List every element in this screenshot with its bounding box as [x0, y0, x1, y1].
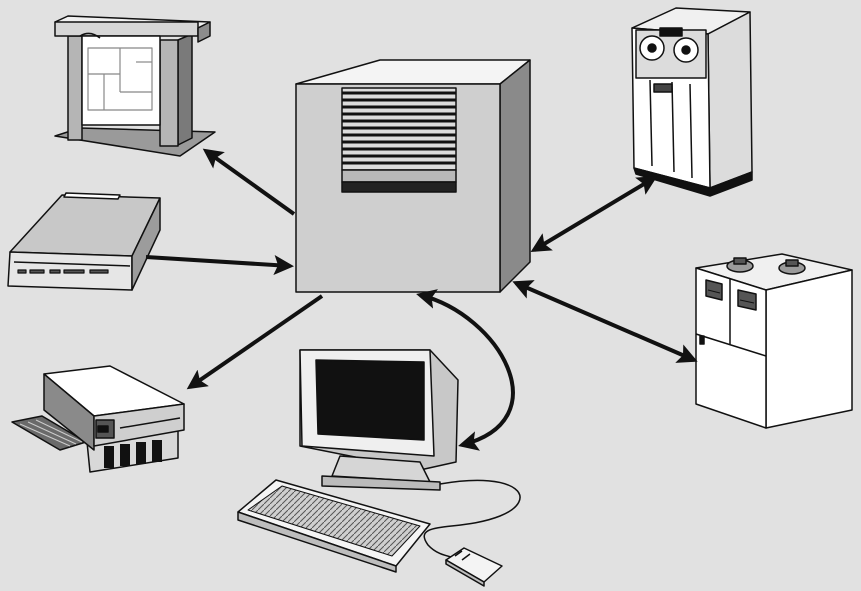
arrow-hub-to-plotter [202, 148, 296, 216]
arrow-hub-to-printer [186, 294, 324, 390]
vent-grille [341, 87, 457, 193]
tape-drive-cabinet [631, 7, 753, 197]
monitor-screen [315, 359, 425, 441]
central-computer [295, 59, 531, 293]
plotter [54, 15, 216, 157]
disk-storage-cabinet [695, 253, 853, 429]
floor-plan-drawing [87, 47, 153, 111]
scanner [7, 192, 161, 291]
mouse [445, 547, 503, 587]
connections [145, 148, 698, 451]
laser-printer [11, 365, 185, 473]
keyboard [237, 479, 431, 573]
arrow-scanner-to-hub [145, 255, 294, 275]
arrow-hub-tape-drive [530, 175, 658, 253]
arrow-hub-disk-storage [512, 280, 698, 363]
arrow-hub-workstation [416, 289, 515, 451]
mouse-cable [423, 479, 521, 561]
